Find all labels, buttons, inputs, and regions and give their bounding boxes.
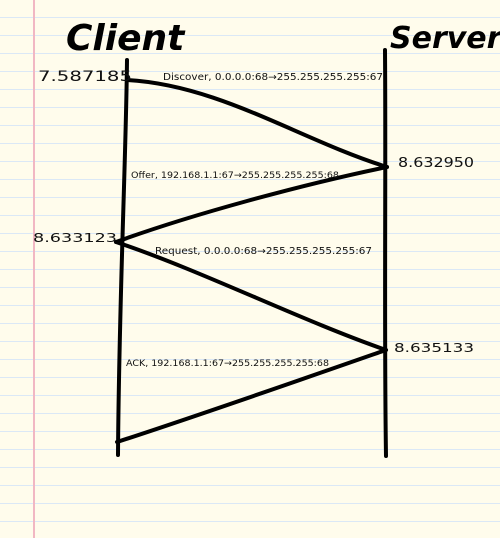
timestamp-request-receive: 8.635133: [394, 341, 474, 355]
discover-arrow: [125, 78, 389, 169]
timestamp-discover-receive: 8.632950: [398, 156, 474, 171]
offer-arrow: [114, 165, 389, 244]
offer-label: Offer, 192.168.1.1:67→255.255.255.255:68: [131, 171, 339, 181]
timestamp-offer-receive: 8.633123: [33, 231, 117, 245]
ack-arrow: [115, 348, 388, 444]
notebook-margin-line: [33, 0, 35, 538]
request-arrow: [114, 240, 388, 352]
request-label: Request, 0.0.0.0:68→255.255.255.255:67: [155, 246, 372, 257]
client-title: Client: [66, 18, 186, 59]
server-lifeline: [383, 48, 388, 458]
ack-label: ACK, 192.168.1.1:67→255.255.255.255:68: [126, 359, 329, 369]
client-lifeline: [116, 58, 129, 457]
server-title: Server: [390, 21, 500, 56]
discover-label: Discover, 0.0.0.0:68→255.255.255.255:67: [163, 72, 383, 83]
timestamp-discover-send: 7.587185: [38, 69, 132, 85]
